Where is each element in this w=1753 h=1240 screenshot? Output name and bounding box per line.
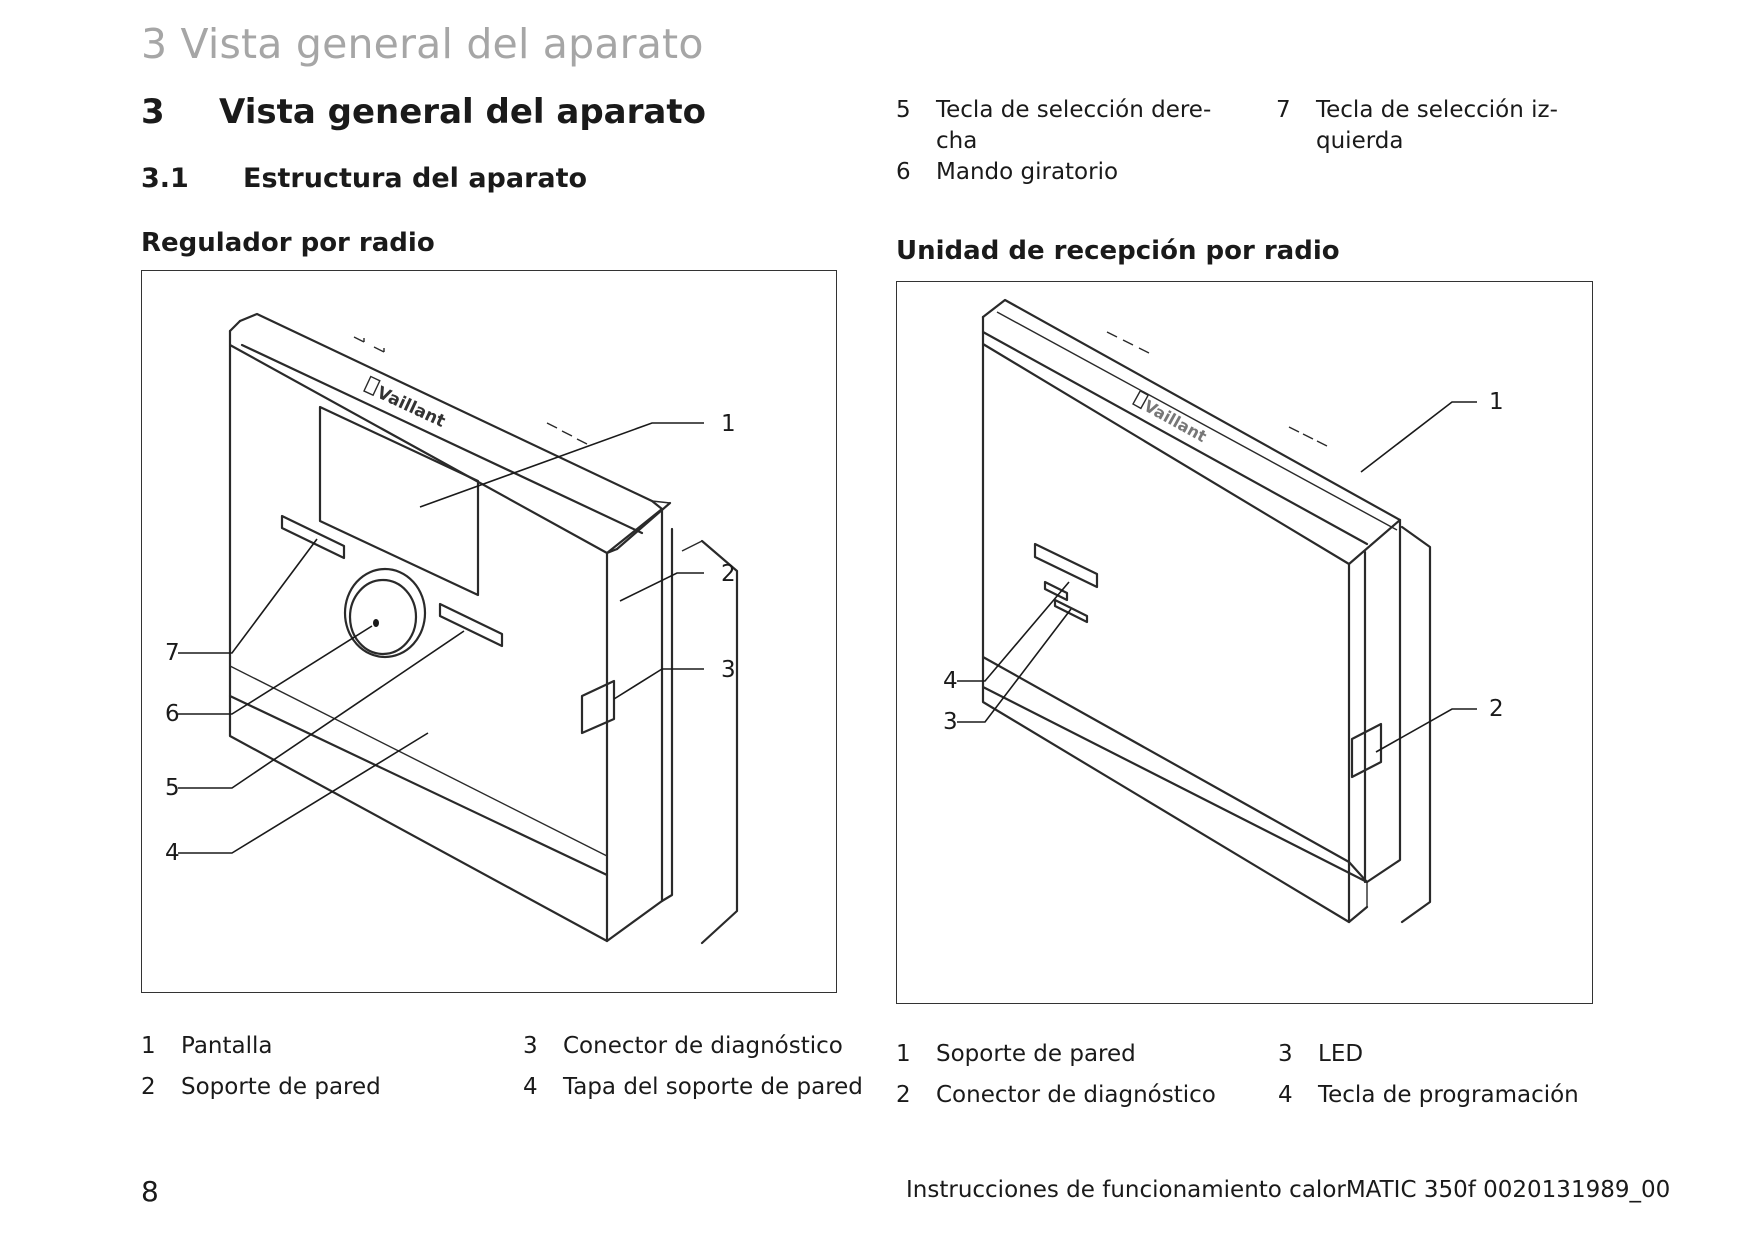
page-number: 8	[141, 1175, 159, 1208]
callout-4-right: 4	[943, 668, 958, 694]
callout-7-left: 7	[165, 640, 180, 666]
chapter-title: Vista general del aparato	[219, 92, 706, 132]
legend-text-line1: Mando giratorio	[936, 159, 1119, 185]
legend-num: 2	[896, 1082, 911, 1108]
legend-text-line1: Tecla de selección dere-	[936, 97, 1212, 123]
legend-right-item-4: 4 Tecla de programación	[1278, 1080, 1618, 1112]
legend-left-item-4: 4 Tapa del soporte de pared	[523, 1072, 863, 1104]
legend-text-line2: cha	[936, 128, 978, 154]
callout-6-left: 6	[165, 701, 180, 727]
legend-text: Soporte de pared	[936, 1041, 1136, 1067]
chapter-number: 3	[141, 92, 165, 132]
legend-right-item-1: 1 Soporte de pared	[896, 1039, 1236, 1071]
legend-num: 7	[1276, 97, 1291, 123]
figure-left-heading: Regulador por radio	[141, 228, 435, 258]
figure-right-frame: Vaillant 1 2 4 3	[896, 281, 1593, 1004]
legend-text: LED	[1318, 1041, 1364, 1067]
legend-text: Conector de diagnóstico	[563, 1033, 843, 1059]
legend-right-item-2: 2 Conector de diagnóstico	[896, 1080, 1236, 1112]
legend-right-top-item-6: 6 Mando giratorio	[896, 157, 1226, 189]
callout-3-left: 3	[721, 657, 736, 683]
legend-num: 1	[141, 1033, 156, 1059]
legend-num: 4	[1278, 1082, 1293, 1108]
callout-5-left: 5	[165, 775, 180, 801]
callout-2-left: 2	[721, 561, 736, 587]
legend-num: 1	[896, 1041, 911, 1067]
section-title: Estructura del aparato	[243, 163, 588, 194]
legend-right-top-item-7: 7 Tecla de selección iz- quierda	[1276, 95, 1606, 159]
legend-left-item-1: 1 Pantalla	[141, 1031, 481, 1063]
section-number: 3.1	[141, 163, 189, 194]
callout-4-left: 4	[165, 840, 180, 866]
legend-num: 6	[896, 159, 911, 185]
legend-text: Soporte de pared	[181, 1074, 381, 1100]
document-footer: Instrucciones de funcionamiento calorMAT…	[906, 1177, 1671, 1203]
legend-text: Tecla de programación	[1318, 1082, 1579, 1108]
legend-num: 3	[523, 1033, 538, 1059]
legend-text: Pantalla	[181, 1033, 273, 1059]
legend-right-item-3: 3 LED	[1278, 1039, 1618, 1071]
figure-left-frame: Vaillant 1 2 3 7 6 5 4	[141, 270, 837, 993]
legend-num: 4	[523, 1074, 538, 1100]
callout-1-right: 1	[1489, 389, 1504, 415]
radio-controller-drawing: Vaillant	[178, 312, 739, 945]
callout-1-left: 1	[721, 411, 736, 437]
legend-text-line2: quierda	[1316, 128, 1404, 154]
legend-text: Conector de diagnóstico	[936, 1082, 1216, 1108]
legend-num: 3	[1278, 1041, 1293, 1067]
legend-num: 2	[141, 1074, 156, 1100]
legend-right-top-item-5: 5 Tecla de selección dere- cha	[896, 95, 1226, 159]
callout-2-right: 2	[1489, 696, 1504, 722]
legend-text-line1: Tecla de selección iz-	[1316, 97, 1558, 123]
legend-num: 5	[896, 97, 911, 123]
callout-3-right: 3	[943, 709, 958, 735]
figure-right-heading: Unidad de recepción por radio	[896, 236, 1340, 266]
running-head: 3 Vista general del aparato	[141, 20, 704, 68]
legend-text: Tapa del soporte de pared	[563, 1074, 863, 1100]
legend-left-item-3: 3 Conector de diagnóstico	[523, 1031, 863, 1063]
legend-left-item-2: 2 Soporte de pared	[141, 1072, 481, 1104]
radio-receiver-drawing: Vaillant	[957, 298, 1477, 924]
